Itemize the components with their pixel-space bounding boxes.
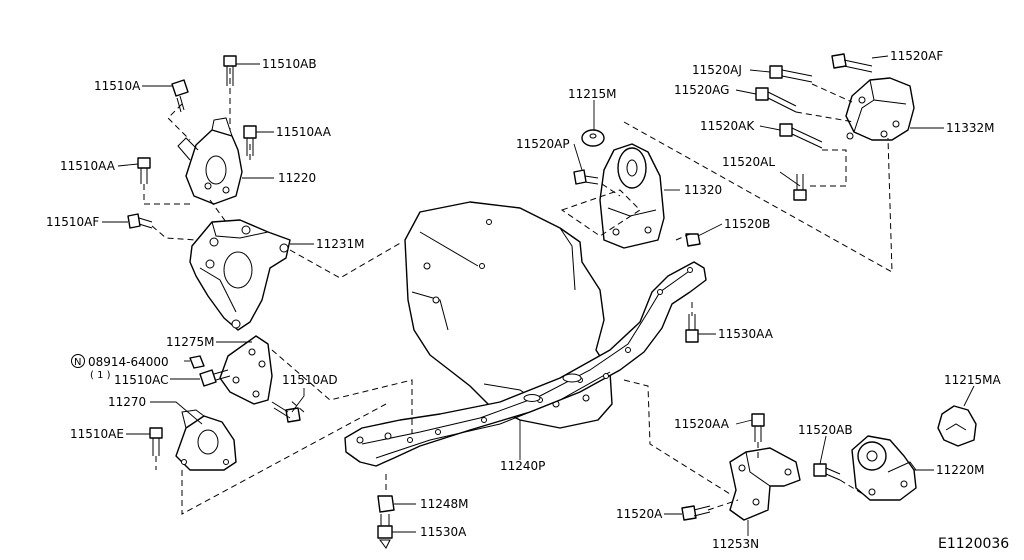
- label-11510ac: 11510AC: [114, 373, 169, 387]
- bolt-11510aa-left: [137, 157, 151, 184]
- label-11520aj: 11520AJ: [692, 63, 742, 77]
- diagram-id: E1120036: [938, 536, 1009, 552]
- part-labels: 11510A 11510AB 11510AA 11510AA 11220 115…: [46, 49, 1009, 552]
- label-11220: 11220: [278, 171, 316, 185]
- bolt-11520al: [793, 174, 807, 201]
- label-11520b: 11520B: [724, 217, 770, 231]
- nut-08914-64000: [189, 355, 205, 369]
- label-11510ae: 11510AE: [70, 427, 124, 441]
- label-11520a: 11520A: [616, 507, 663, 521]
- assembly-guide-lines: [143, 68, 893, 515]
- label-11520al: 11520AL: [722, 155, 775, 169]
- label-11520ak: 11520AK: [700, 119, 755, 133]
- label-11530a: 11530A: [420, 525, 467, 539]
- mount-bracket-11253n: [729, 447, 801, 521]
- label-11275m: 11275M: [166, 335, 215, 349]
- label-11510af: 11510AF: [46, 215, 99, 229]
- label-11520af: 11520AF: [890, 49, 943, 63]
- label-11215ma: 11215MA: [944, 373, 1002, 387]
- label-11510aa-left: 11510AA: [60, 159, 116, 173]
- label-11253n: 11253N: [712, 537, 759, 551]
- bolt-11510ac: [199, 369, 231, 387]
- engine-mount-11220: [177, 117, 243, 205]
- label-11248m: 11248M: [420, 497, 469, 511]
- engine-mount-11270: [175, 409, 237, 471]
- mount-bracket-11332m: [845, 77, 915, 141]
- label-11510aa-top: 11510AA: [276, 125, 332, 139]
- nut-11248m: [377, 495, 395, 513]
- label-11231m: 11231M: [316, 237, 365, 251]
- bolt-11520ab: [813, 463, 841, 481]
- label-11520ap: 11520AP: [516, 137, 570, 151]
- label-11530aa: 11530AA: [718, 327, 774, 341]
- bolt-11520ag: [755, 87, 797, 113]
- bolt-11520ap: [573, 169, 599, 185]
- label-11520aa: 11520AA: [674, 417, 730, 431]
- label-08914-qty: ( 1 ): [90, 370, 111, 381]
- label-11220m: 11220M: [936, 463, 985, 477]
- label-11520ab: 11520AB: [798, 423, 853, 437]
- engine-mount-11320: [599, 143, 665, 249]
- n-symbol: N: [74, 357, 81, 368]
- bolt-11520aj: [769, 65, 813, 83]
- crossmember-11240p: [344, 261, 707, 467]
- leader-lines: [102, 55, 975, 536]
- mount-bracket-11231m: [189, 219, 291, 331]
- bolt-11530aa: [685, 314, 699, 343]
- label-11240p: 11240P: [500, 459, 545, 473]
- bolt-11520a: [681, 505, 711, 521]
- label-11215m: 11215M: [568, 87, 617, 101]
- bolt-11520af: [831, 53, 873, 73]
- label-11520ag: 11520AG: [674, 83, 729, 97]
- label-11332m: 11332M: [946, 121, 995, 135]
- label-11510ab: 11510AB: [262, 57, 317, 71]
- bolt-11510a: [171, 79, 189, 113]
- label-11270: 11270: [108, 395, 146, 409]
- bolt-11510af: [127, 213, 153, 229]
- bolt-11510ae: [149, 427, 163, 456]
- stopper-11215ma: [937, 405, 977, 447]
- mount-bracket-11275m: [219, 335, 273, 405]
- bolt-11530a: [377, 514, 393, 549]
- engine-mount-11220m: [851, 435, 917, 501]
- label-11320: 11320: [684, 183, 722, 197]
- bolt-11510ab: [223, 55, 237, 86]
- bolt-11520aa: [751, 413, 765, 442]
- label-11510a: 11510A: [94, 79, 141, 93]
- nut-11520b: [685, 233, 701, 247]
- washer-11215m: [581, 129, 605, 147]
- bolt-11520ak: [779, 123, 823, 149]
- bolt-11510aa-top: [243, 125, 257, 156]
- label-11510ad: 11510AD: [282, 373, 338, 387]
- n-symbol-circle: [71, 354, 85, 368]
- label-08914-64000: 08914-64000: [88, 355, 169, 369]
- engine-block: [404, 201, 613, 429]
